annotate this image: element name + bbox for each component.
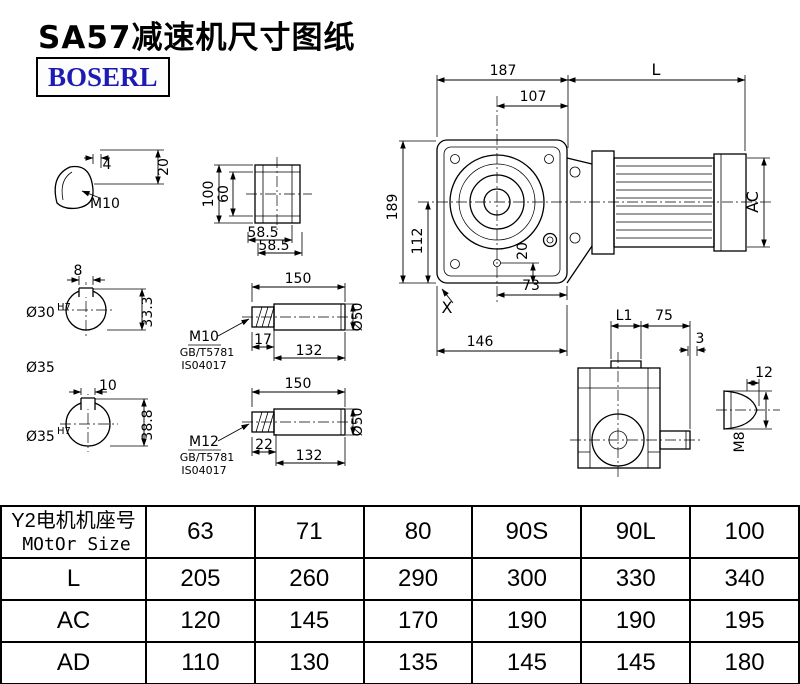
dim-33-3: 33.3 xyxy=(140,296,156,327)
front-view: L1 75 3 12 M8 xyxy=(570,308,780,478)
cell-AC-1: 145 xyxy=(253,599,365,643)
dim-132-shaft2: 132 xyxy=(296,448,323,464)
table-header-row: Y2电机机座号 MOtOr Size 63 71 80 90S 90L 100 xyxy=(0,505,800,559)
label-bore30-sup: H7 xyxy=(57,302,71,313)
cell-AD-0: 110 xyxy=(145,641,256,684)
brand-logo: BOSERL xyxy=(36,57,170,97)
dim-12: 12 xyxy=(755,365,773,381)
dim-60: 60 xyxy=(216,185,232,203)
motor-label-en: MOtOr Size xyxy=(22,533,131,555)
shaft1-detail: 150 M10 GB/T5781 IS04017 17 132 Ø50 xyxy=(180,271,366,372)
dim-17: 17 xyxy=(254,332,272,348)
cell-AC-3: 190 xyxy=(471,599,583,643)
cell-L-2: 290 xyxy=(362,557,474,601)
table-row-L: L 205 260 290 300 330 340 xyxy=(0,557,800,601)
label-bore30: Ø30 xyxy=(26,305,55,321)
cell-AD-3: 145 xyxy=(471,641,583,684)
label-bore35: Ø35 xyxy=(26,429,55,445)
dim-4: 4 xyxy=(103,157,112,173)
label-thread-shaft2: M12 xyxy=(189,434,219,450)
dim-38-8: 38.8 xyxy=(140,409,156,440)
cell-AC-5: 195 xyxy=(689,599,800,643)
cell-AC-0: 120 xyxy=(145,599,256,643)
bore35-section: 10 Ø35 H7 38.8 xyxy=(26,378,156,452)
dim-132-shaft1: 132 xyxy=(296,343,323,359)
dim-73: 73 xyxy=(522,278,540,294)
dim-189: 189 xyxy=(385,194,401,221)
motor-label-cn: Y2电机机座号 xyxy=(11,509,136,532)
dim-L: L xyxy=(652,60,661,79)
motor-size-header-cell: Y2电机机座号 MOtOr Size xyxy=(0,505,147,559)
dim-10: 10 xyxy=(99,378,117,394)
label-M10-plug: M10 xyxy=(90,196,120,212)
label-std1-shaft1: GB/T5781 xyxy=(180,346,235,359)
size-80: 80 xyxy=(362,505,474,559)
view-marker-X: X xyxy=(442,298,453,317)
dim-107: 107 xyxy=(520,89,547,105)
dim-150-shaft1: 150 xyxy=(285,271,312,287)
main-side-view: 187 L 107 189 112 AC 20 73 146 X xyxy=(385,60,772,356)
label-dia35: Ø35 xyxy=(26,360,55,376)
dim-22: 22 xyxy=(255,437,273,453)
label-std2-shaft2: IS04017 xyxy=(181,464,226,477)
dim-AC: AC xyxy=(743,191,762,213)
cell-L-5: 340 xyxy=(689,557,800,601)
dim-3: 3 xyxy=(696,331,705,347)
label-std2-shaft1: IS04017 xyxy=(181,359,226,372)
dim-20-main: 20 xyxy=(515,242,531,260)
cell-L-1: 260 xyxy=(253,557,365,601)
cell-AD-1: 130 xyxy=(253,641,365,684)
dim-150-shaft2: 150 xyxy=(285,376,312,392)
dim-100: 100 xyxy=(201,181,217,208)
size-90S: 90S xyxy=(471,505,583,559)
label-bore35-sup: H7 xyxy=(57,426,71,437)
dim-L1: L1 xyxy=(616,308,633,324)
cell-AD-2: 135 xyxy=(362,641,474,684)
dim-8: 8 xyxy=(74,263,83,279)
dimension-table: Y2电机机座号 MOtOr Size 63 71 80 90S 90L 100 … xyxy=(0,505,800,684)
page-title: SA57减速机尺寸图纸 xyxy=(38,20,356,56)
size-100: 100 xyxy=(689,505,800,559)
dim-50-shaft2: Ø50 xyxy=(350,408,366,437)
bore30-section: 8 Ø30 H7 33.3 xyxy=(26,263,156,338)
cell-AD-5: 180 xyxy=(689,641,800,684)
size-71: 71 xyxy=(253,505,365,559)
cell-AD-4: 145 xyxy=(580,641,692,684)
dim-112: 112 xyxy=(410,228,426,255)
row-label-AC: AC xyxy=(0,599,147,643)
dim-58-5-a: 58.5 xyxy=(247,225,278,241)
dim-M8: M8 xyxy=(732,432,748,453)
cell-L-4: 330 xyxy=(580,557,692,601)
technical-drawing: 187 L 107 189 112 AC 20 73 146 X xyxy=(26,60,780,478)
table-row-AD: AD 110 130 135 145 145 180 xyxy=(0,641,800,684)
plug-detail: 4 20 M10 xyxy=(54,149,172,212)
dim-187: 187 xyxy=(490,63,517,79)
dim-146: 146 xyxy=(467,334,494,350)
table-row-AC: AC 120 145 170 190 190 195 xyxy=(0,599,800,643)
cell-AC-2: 170 xyxy=(362,599,474,643)
row-label-AD: AD xyxy=(0,641,147,684)
row-label-L: L xyxy=(0,557,147,601)
dim-75: 75 xyxy=(655,308,673,324)
size-90L: 90L xyxy=(580,505,692,559)
cell-L-0: 205 xyxy=(145,557,256,601)
cell-L-3: 300 xyxy=(471,557,583,601)
size-63: 63 xyxy=(145,505,256,559)
hub-detail: 100 60 58.5 58.5 xyxy=(201,157,312,256)
label-std1-shaft2: GB/T5781 xyxy=(180,451,235,464)
cell-AC-4: 190 xyxy=(580,599,692,643)
label-thread-shaft1: M10 xyxy=(189,329,219,345)
dim-50-shaft1: Ø50 xyxy=(350,303,366,332)
dim-58-5-b: 58.5 xyxy=(258,238,289,254)
dim-20-plug: 20 xyxy=(156,158,172,176)
shaft2-detail: 150 M12 GB/T5781 IS04017 22 132 Ø50 xyxy=(180,376,366,477)
